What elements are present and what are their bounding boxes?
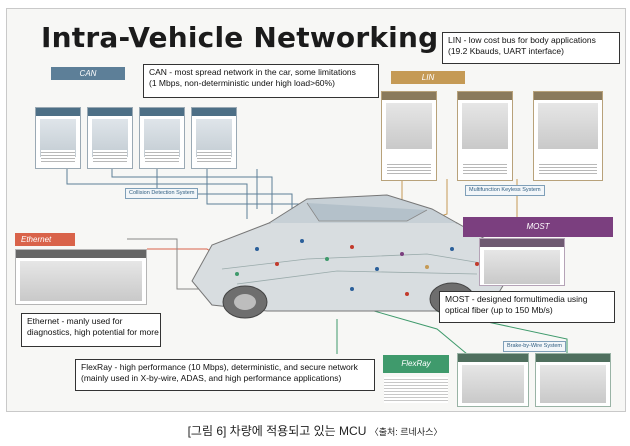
- flexray-callout: FlexRay - high performance (10 Mbps), de…: [75, 359, 375, 391]
- figure-caption: [그림 6] 차량에 적용되고 있는 MCU 〈출처: 르네사스〉: [0, 422, 630, 439]
- most-panel: [479, 238, 565, 286]
- can-callout: CAN - most spread network in the car, so…: [143, 64, 379, 98]
- lin-callout-line-1: LIN - low cost bus for body applications: [448, 35, 596, 45]
- flexray-description-text: [384, 377, 448, 403]
- lin-panel-3: [533, 91, 603, 181]
- lin-tag-label: LIN: [421, 73, 435, 82]
- most-callout-line-2: optical fiber (up to 150 Mb/s): [445, 305, 553, 315]
- ethernet-diagnostics-panel: [15, 249, 147, 305]
- figure-caption-main: [그림 6] 차량에 적용되고 있는 MCU: [187, 424, 367, 438]
- can-ecu-panel-2: [87, 107, 133, 169]
- most-tag: MOST: [463, 217, 613, 237]
- lin-panel-1: [381, 91, 437, 181]
- can-callout-line-2: (1 Mbps, non-deterministic under high lo…: [149, 78, 335, 88]
- diagram-frame: Intra-Vehicle Networking: [6, 8, 626, 412]
- flexray-tag-label: FlexRay: [401, 359, 431, 368]
- ethernet-callout: Ethernet - manly used for diagnostics, h…: [21, 313, 161, 347]
- can-ecu-panel-3: [139, 107, 185, 169]
- can-ecu-panel-4: [191, 107, 237, 169]
- lin-callout: LIN - low cost bus for body applications…: [442, 32, 620, 64]
- diagram-title: Intra-Vehicle Networking: [41, 21, 439, 54]
- can-callout-line-1: CAN - most spread network in the car, so…: [149, 67, 356, 77]
- ethernet-tag: Ethernet: [15, 233, 75, 246]
- ethernet-tag-label: Ethernet: [21, 235, 52, 244]
- ethernet-callout-line-2: diagnostics, high potential for more: [27, 327, 159, 337]
- can-tag-label: CAN: [79, 69, 97, 78]
- most-callout: MOST - designed formultimedia using opti…: [439, 291, 615, 323]
- ethernet-callout-line-1: Ethernet - manly used for: [27, 316, 123, 326]
- collision-detection-system-label: Collision Detection System: [125, 188, 199, 199]
- lin-panel-2: [457, 91, 513, 181]
- flexray-tag: FlexRay: [383, 355, 449, 373]
- flexray-panel-1: [457, 353, 529, 407]
- flexray-callout-line-1: FlexRay - high performance (10 Mbps), de…: [81, 362, 358, 372]
- brake-by-wire-system-label: Brake-by-Wire System: [503, 341, 567, 352]
- lin-callout-line-2: (19.2 Kbauds, UART interface): [448, 46, 564, 56]
- can-tag: CAN: [51, 67, 125, 80]
- flexray-callout-line-2: (mainly used in X-by-wire, ADAS, and hig…: [81, 373, 342, 383]
- figure-caption-source: 〈출처: 르네사스〉: [369, 427, 443, 437]
- flexray-panel-2: [535, 353, 611, 407]
- multiplexing-system-label: Multifunction Keyless System: [465, 185, 545, 196]
- most-callout-line-1: MOST - designed formultimedia using: [445, 294, 588, 304]
- can-ecu-panel-1: [35, 107, 81, 169]
- lin-tag: LIN: [391, 71, 465, 84]
- most-tag-label: MOST: [526, 222, 550, 231]
